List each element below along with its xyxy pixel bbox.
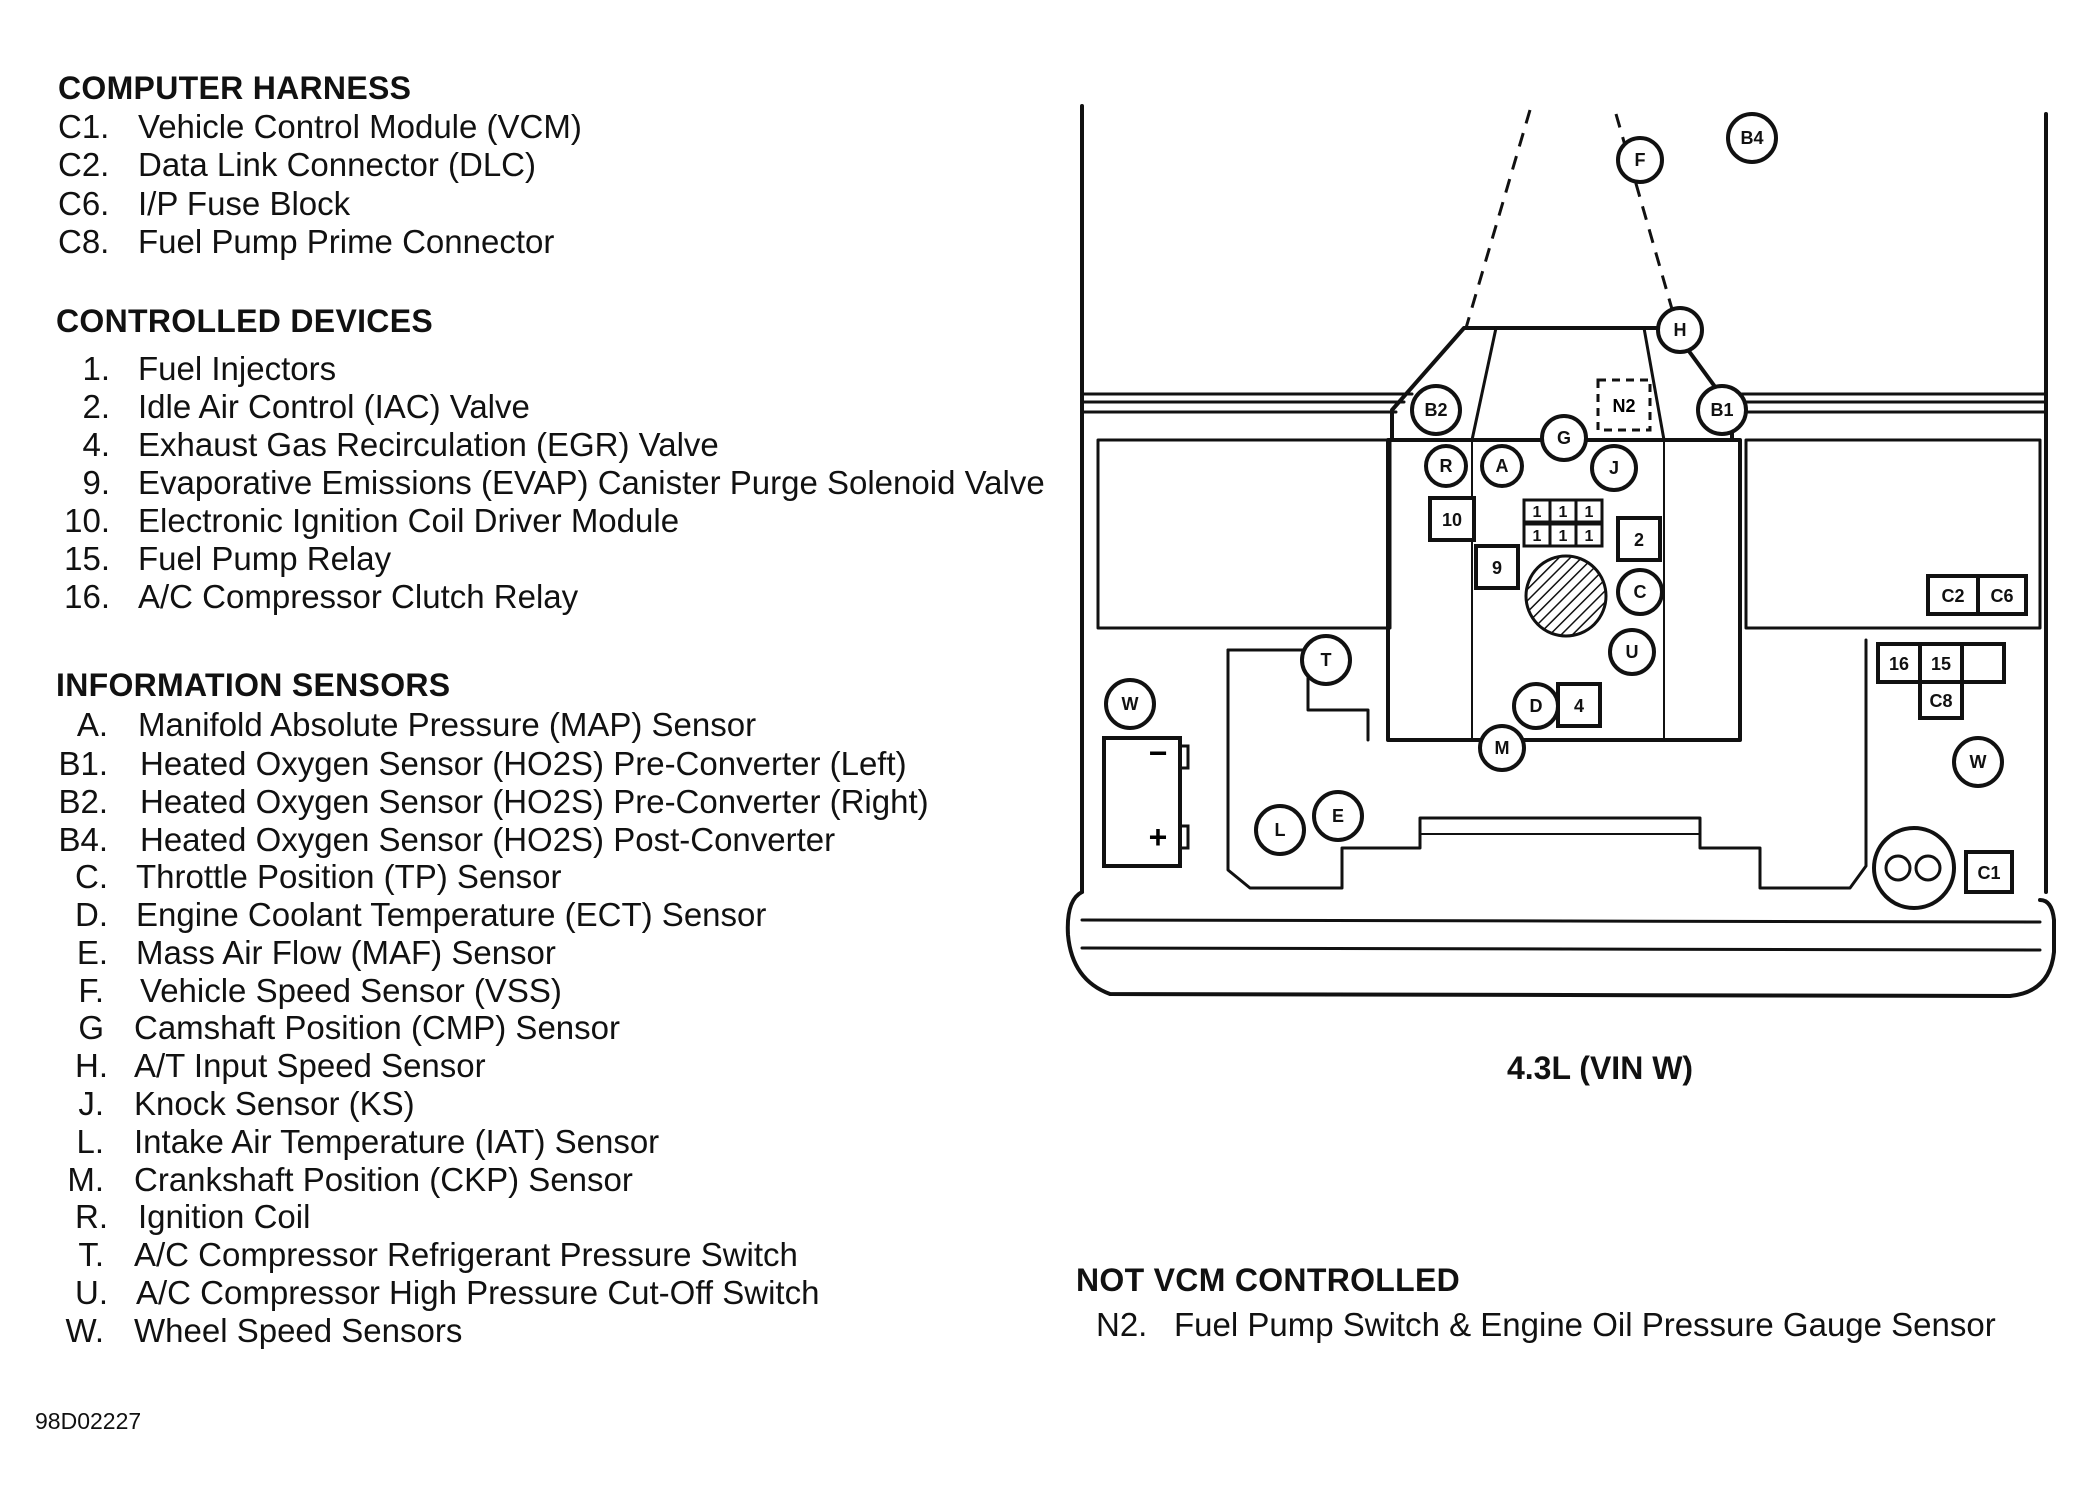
injector-label-6: 1 (1585, 528, 1594, 545)
marker-b2 (1410, 384, 1462, 436)
marker-b4 (1726, 112, 1778, 164)
marker-box-9 (1474, 544, 1520, 590)
marker-box-4 (1556, 682, 1602, 728)
front-bumper (1065, 890, 2056, 998)
marker-c8-label: C8 (1929, 691, 1952, 711)
marker-c6-label: C6 (1990, 586, 2013, 606)
bumper-inner-line (1080, 918, 2042, 924)
battery-plus-label: + (1149, 819, 1168, 855)
marker-a (1480, 444, 1524, 488)
marker-e (1312, 790, 1364, 842)
engine-block (1386, 438, 1742, 742)
marker-box-10 (1428, 496, 1476, 542)
diagram-caption: 4.3L (VIN W) (1506, 1050, 1694, 1086)
vcm-port-right-icon (1914, 854, 1942, 882)
injector-label-3: 1 (1585, 504, 1594, 521)
marker-n2 (1596, 378, 1652, 432)
injector-label-4: 1 (1533, 528, 1542, 545)
heading-computer-harness: COMPUTER HARNESS (58, 70, 412, 106)
figure-id: 98D02227 (35, 1408, 142, 1434)
marker-t (1300, 634, 1352, 686)
marker-box-15-label: 15 (1931, 654, 1951, 674)
marker-u (1608, 628, 1656, 676)
marker-t-label: T (1321, 650, 1332, 670)
marker-c6 (1976, 574, 2028, 616)
marker-m-label: M (1495, 738, 1510, 758)
engine-top-line-left (1470, 326, 1498, 442)
marker-n2-label: N2 (1612, 396, 1635, 416)
injector-label-5: 1 (1559, 528, 1568, 545)
vcm-connector-icon (1872, 826, 1956, 910)
marker-e-label: E (1332, 806, 1344, 826)
marker-box-4-label: 4 (1574, 696, 1584, 716)
marker-b1-label: B1 (1710, 400, 1733, 420)
marker-l-label: L (1275, 820, 1286, 840)
marker-b4-label: B4 (1740, 128, 1763, 148)
battery-icon (1102, 736, 1182, 868)
marker-j (1590, 444, 1638, 492)
marker-box-15 (1918, 642, 1964, 684)
relay-blank-box (1960, 642, 2006, 684)
marker-r (1424, 444, 1468, 488)
marker-w-right-label: W (1970, 752, 1987, 772)
marker-box-16-label: 16 (1889, 654, 1909, 674)
marker-box-10-label: 10 (1442, 510, 1462, 530)
marker-b2-label: B2 (1424, 400, 1447, 420)
battery-minus-label: − (1149, 735, 1168, 771)
injector-label-2: 1 (1559, 504, 1568, 521)
marker-box-2 (1616, 516, 1662, 562)
battery-terminal-pos (1178, 824, 1190, 850)
marker-box-16 (1876, 642, 1922, 684)
marker-m (1478, 724, 1526, 772)
marker-a-label: A (1496, 456, 1509, 476)
marker-w-right (1952, 736, 2004, 788)
throttle-body-icon (1524, 554, 1608, 638)
battery-terminal-neg (1178, 744, 1190, 770)
right-inner-panel (1744, 438, 2042, 630)
injector-label-1: 1 (1533, 504, 1542, 521)
marker-l (1254, 804, 1306, 856)
marker-c1-label: C1 (1977, 863, 2000, 883)
marker-b1 (1696, 384, 1748, 436)
vcm-port-left-icon (1884, 854, 1912, 882)
marker-f-label: F (1635, 150, 1646, 170)
marker-w-left (1104, 678, 1156, 730)
marker-g-label: G (1557, 428, 1571, 448)
marker-c8 (1918, 680, 1964, 720)
marker-r-label: R (1440, 456, 1453, 476)
legend: COMPUTER HARNESS C1. Vehicle Control Mod… (35, 70, 1045, 1434)
marker-u-label: U (1626, 642, 1639, 662)
marker-h-label: H (1674, 320, 1687, 340)
marker-w-left-label: W (1122, 694, 1139, 714)
bumper-lower-line (1080, 946, 2042, 952)
marker-f (1616, 136, 1664, 184)
marker-c1 (1964, 850, 2014, 894)
injector-box-6 (1574, 522, 1604, 548)
left-inner-panel (1096, 438, 1392, 630)
marker-box-9-label: 9 (1492, 558, 1502, 578)
radiator-support-outline (1226, 638, 1868, 890)
marker-d-label: D (1530, 696, 1543, 716)
marker-c2-label: C2 (1941, 586, 1964, 606)
marker-c-label: C (1634, 582, 1647, 602)
marker-j-label: J (1609, 458, 1619, 478)
exhaust-dashed-left (1464, 109, 1532, 329)
marker-c (1616, 568, 1664, 616)
marker-h (1656, 306, 1704, 354)
radiator-inner (1419, 817, 1701, 835)
engine-top-line-right (1642, 326, 1666, 442)
heading-information-sensors: INFORMATION SENSORS (56, 667, 451, 703)
injector-box-3 (1574, 498, 1604, 524)
marker-g (1540, 414, 1588, 462)
left-support-outline (1226, 648, 1370, 742)
heading-not-vcm-controlled: NOT VCM CONTROLLED (1076, 1262, 1461, 1298)
marker-box-2-label: 2 (1634, 530, 1644, 550)
heading-controlled-devices: CONTROLLED DEVICES (56, 303, 433, 339)
